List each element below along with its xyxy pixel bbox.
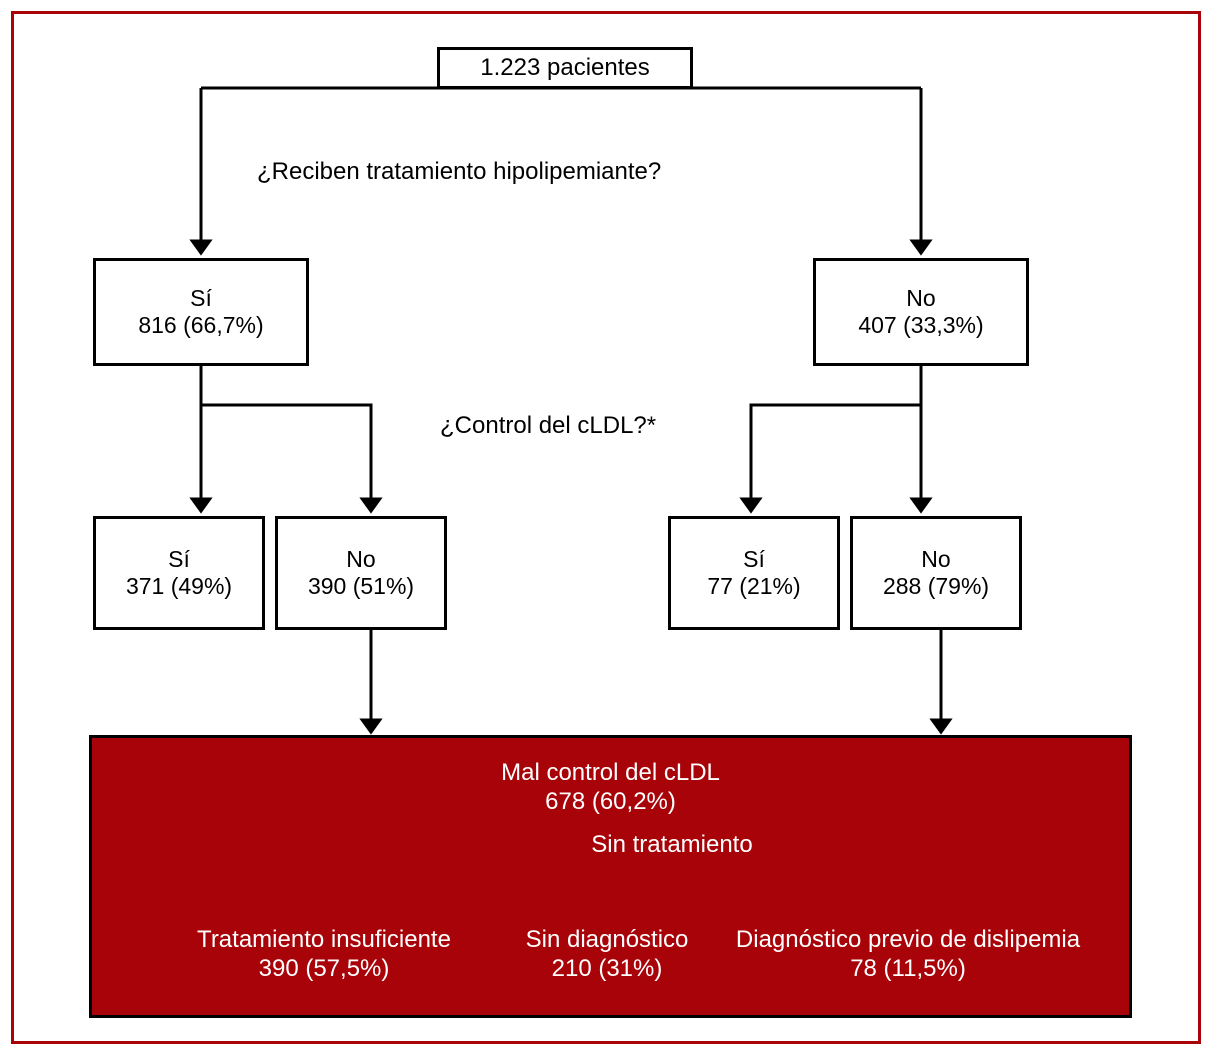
node-treatment-yes-value: 816 (66,7%): [138, 312, 264, 338]
question-ldl-control: ¿Control del cLDL?*: [440, 412, 657, 439]
summary-title-value: 678 (60,2%): [545, 787, 676, 815]
summary-title: Mal control del cLDL: [501, 759, 720, 786]
node-control-treated-yes-value: 371 (49%): [125, 573, 233, 599]
summary-column-2: Sin diagnóstico 210 (31%): [482, 926, 732, 984]
node-control-treated-yes: Sí 371 (49%): [93, 516, 265, 630]
node-control-untreated-no-value: 288 (79%): [882, 573, 990, 599]
summary-column-3-value: 78 (11,5%): [850, 954, 966, 982]
node-total-patients: 1.223 pacientes: [437, 47, 693, 89]
summary-brace-label: Sin tratamiento: [591, 831, 753, 858]
edge-untreated-to-yes: [739, 403, 921, 514]
node-treatment-no-answer: No: [906, 284, 936, 311]
node-control-treated-no: No 390 (51%): [275, 516, 447, 630]
summary-column-3-label: Diagnóstico previo de dislipemia: [735, 926, 1081, 953]
node-control-untreated-no: No 288 (79%): [850, 516, 1022, 630]
node-control-untreated-no-answer: No: [921, 545, 951, 572]
node-control-treated-no-answer: No: [346, 545, 376, 572]
node-treatment-no-value: 407 (33,3%): [858, 312, 984, 338]
summary-panel: Mal control del cLDL 678 (60,2%) Sin tra…: [89, 735, 1132, 1018]
node-treatment-yes: Sí 816 (66,7%): [93, 258, 309, 366]
summary-column-2-label: Sin diagnóstico: [525, 926, 689, 953]
edge-treated-to-no: [201, 403, 383, 514]
summary-column-1: Tratamiento insuficiente 390 (57,5%): [114, 926, 534, 984]
summary-column-3: Diagnóstico previo de dislipemia 78 (11,…: [688, 926, 1128, 984]
summary-column-2-value: 210 (31%): [551, 954, 663, 982]
node-control-untreated-yes-value: 77 (21%): [707, 573, 801, 599]
node-control-treated-yes-answer: Sí: [168, 545, 190, 572]
node-treatment-yes-answer: Sí: [190, 284, 212, 311]
summary-column-1-label: Tratamiento insuficiente: [197, 926, 451, 953]
summary-column-1-value: 390 (57,5%): [258, 954, 390, 982]
question-treatment: ¿Reciben tratamiento hipolipemiante?: [257, 158, 662, 185]
node-control-treated-no-value: 390 (51%): [307, 573, 415, 599]
summary-title-block: Mal control del cLDL 678 (60,2%): [92, 759, 1129, 817]
node-total-patients-label: 1.223 pacientes: [480, 53, 650, 81]
node-treatment-no: No 407 (33,3%): [813, 258, 1029, 366]
node-control-untreated-yes: Sí 77 (21%): [668, 516, 840, 630]
node-control-untreated-yes-answer: Sí: [743, 545, 765, 572]
